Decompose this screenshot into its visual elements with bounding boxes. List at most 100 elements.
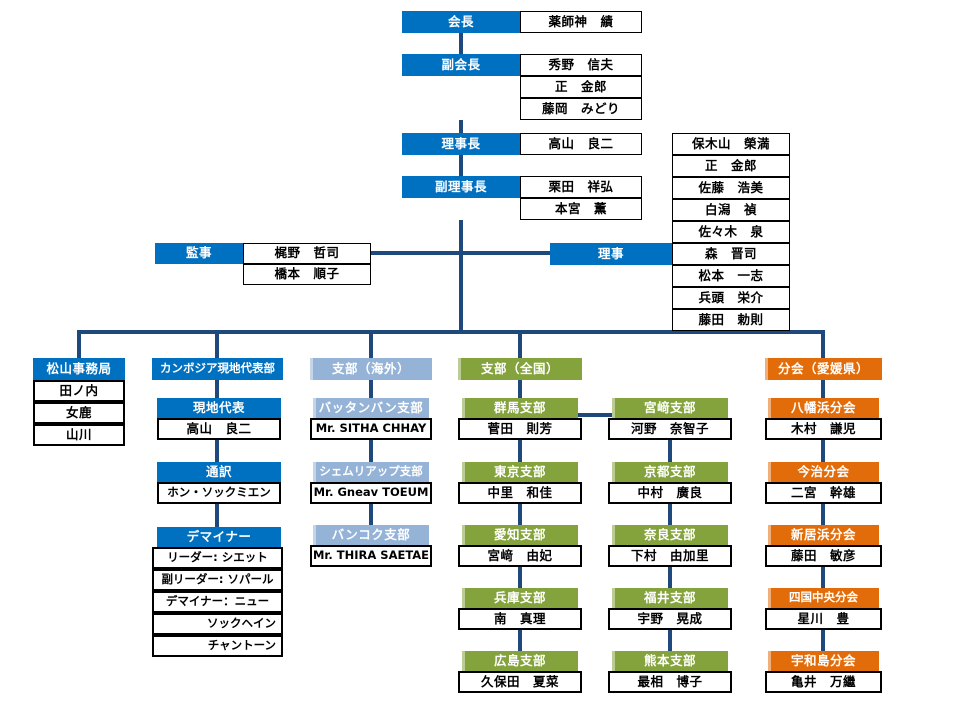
connector-line [518, 504, 522, 525]
connector-line [77, 334, 81, 358]
header-kumamoto-branch: 熊本支部 [612, 651, 728, 671]
member-cell: リーダー: シエット [152, 547, 283, 569]
connector-line [369, 504, 373, 525]
member-cell: 山川 [33, 424, 125, 446]
member-cell: 最相 博子 [608, 671, 732, 693]
member-cell: 南 真理 [458, 608, 582, 630]
connector-line [459, 155, 463, 176]
connector-line [371, 251, 459, 255]
member-cell: 宇野 晃成 [608, 608, 732, 630]
header-fukukaicho: 副会長 [402, 54, 520, 76]
member-cell: Mr. THIRA SAETAE [310, 545, 432, 567]
connector-line [215, 440, 219, 462]
header-kaicho: 会長 [402, 11, 520, 33]
header-riji: 理事 [550, 243, 672, 265]
connector-line [77, 330, 825, 334]
member-cell: ホン・ソックミエン [157, 482, 281, 504]
member-cell: 橋本 順子 [243, 264, 371, 285]
member-cell: 木村 謙児 [765, 418, 882, 440]
member-cell: 中村 廣良 [608, 482, 732, 504]
connector-line [518, 440, 522, 462]
connector-line [668, 630, 672, 651]
connector-line [215, 334, 219, 358]
header-tokyo-branch: 東京支部 [462, 462, 578, 482]
member-cell: 亀井 万繼 [765, 671, 882, 693]
header-deminer: デマイナー [157, 527, 281, 547]
connector-line [518, 334, 522, 358]
member-cell: 藤田 敏彦 [765, 545, 882, 567]
member-cell: 中里 和佳 [458, 482, 582, 504]
header-battambang-branch: バッタンバン支部 [313, 398, 429, 418]
header-nara-branch: 奈良支部 [612, 525, 728, 545]
member-cell: 薬師神 績 [520, 11, 642, 33]
member-cell: 菅田 則芳 [458, 418, 582, 440]
connector-line [518, 630, 522, 651]
connector-line [215, 380, 219, 398]
connector-line [821, 334, 825, 358]
member-cell: 宮﨑 由妃 [458, 545, 582, 567]
member-cell: 女鹿 [33, 402, 125, 424]
header-niihama-branch: 新居浜分会 [768, 525, 879, 545]
header-uwajima-branch: 宇和島分会 [768, 651, 879, 671]
header-siemreap-branch: シェムリアップ支部 [313, 462, 429, 482]
member-cell: 河野 奈智子 [608, 418, 732, 440]
connector-line [369, 380, 373, 398]
connector-line [668, 504, 672, 525]
connector-line [668, 440, 672, 462]
connector-line [821, 567, 825, 588]
connector-line [578, 413, 612, 417]
header-yawatahama-branch: 八幡浜分会 [768, 398, 879, 418]
member-cell: 正 金郎 [672, 155, 790, 177]
header-imabari-branch: 今治分会 [768, 462, 879, 482]
member-cell: 田ノ内 [33, 380, 125, 402]
connector-line [821, 504, 825, 525]
connector-line [821, 380, 825, 398]
connector-line [461, 251, 550, 255]
header-local-rep: 現地代表 [157, 398, 281, 418]
connector-line [518, 380, 522, 398]
header-kanji: 監事 [155, 243, 243, 264]
header-national-branches: 支部（全国） [458, 358, 582, 380]
header-bangkok-branch: バンコク支部 [313, 525, 429, 545]
member-cell: ソックヘイン [152, 613, 283, 635]
connector-line [459, 33, 463, 54]
member-cell: 佐藤 浩美 [672, 177, 790, 199]
member-cell: 藤田 勅則 [672, 309, 790, 331]
member-cell: 正 金郎 [520, 76, 642, 98]
connector-line [518, 567, 522, 588]
connector-line [821, 630, 825, 651]
header-hiroshima-branch: 広島支部 [462, 651, 578, 671]
header-overseas-branches: 支部（海外） [310, 358, 432, 380]
member-cell: 二宮 幹雄 [765, 482, 882, 504]
header-gunma-branch: 群馬支部 [462, 398, 578, 418]
member-cell: 森 晋司 [672, 243, 790, 265]
member-cell: デマイナー：ニュー [152, 591, 283, 613]
header-fukui-branch: 福井支部 [612, 588, 728, 608]
member-cell: 栗田 祥弘 [520, 176, 642, 198]
member-cell: 本宮 薫 [520, 198, 642, 220]
member-cell: 藤岡 みどり [520, 98, 642, 120]
header-cambodia-dept: カンボジア現地代表部 [152, 358, 283, 380]
header-interpreter: 通訳 [157, 462, 281, 482]
connector-line [821, 440, 825, 462]
member-cell: 副リーダー: ソパール [152, 569, 283, 591]
member-cell: 下村 由加里 [608, 545, 732, 567]
header-fukurijicho: 副理事長 [402, 176, 520, 198]
header-kyoto-branch: 京都支部 [612, 462, 728, 482]
connector-line [459, 220, 463, 332]
member-cell: 松本 一志 [672, 265, 790, 287]
member-cell: チャントーン [152, 635, 283, 657]
header-ehime-branches: 分会（愛媛県） [765, 358, 882, 380]
header-matsuyama-office: 松山事務局 [33, 358, 125, 380]
member-cell: 高山 良二 [520, 133, 642, 155]
header-miyazaki-branch: 宮﨑支部 [612, 398, 728, 418]
member-cell: 星川 豊 [765, 608, 882, 630]
member-cell: 梶野 哲司 [243, 243, 371, 264]
header-shikokuchuo-branch: 四国中央分会 [768, 588, 879, 608]
header-rijicho: 理事長 [402, 133, 520, 155]
member-cell: 佐々木 泉 [672, 221, 790, 243]
member-cell: 保木山 榮満 [672, 133, 790, 155]
member-cell: Mr. SITHA CHHAY [310, 418, 432, 440]
header-hyogo-branch: 兵庫支部 [462, 588, 578, 608]
